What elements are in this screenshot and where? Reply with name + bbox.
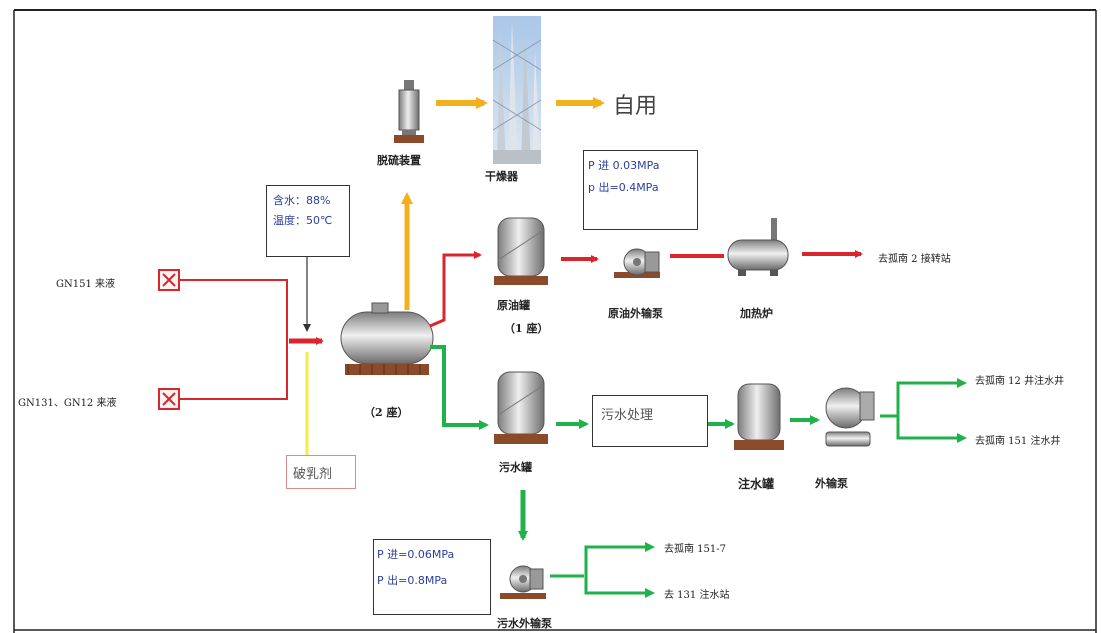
- valve-icon-gn151[interactable]: [158, 269, 180, 291]
- to-151-7-label: 去孤南 151-7: [664, 544, 727, 555]
- sewage-tank-icon[interactable]: [494, 371, 548, 444]
- sewage-branch-pipe: [584, 545, 650, 595]
- demulsifier-box: 破乳剂: [286, 455, 356, 489]
- oil-tank-icon[interactable]: [494, 217, 548, 285]
- injection-tank-icon[interactable]: [734, 383, 784, 450]
- pressure-bottom-in: P 进=0.06MPa: [377, 548, 455, 561]
- demulsifier-label: 破乳剂: [293, 467, 333, 482]
- sewage-treatment-label: 污水处理: [601, 408, 654, 423]
- dryer-label: 干燥器: [485, 170, 518, 183]
- export-pump-label: 外输泵: [815, 477, 848, 490]
- sewage-tank-label: 污水罐: [499, 461, 532, 474]
- heater-label: 加热炉: [740, 307, 773, 320]
- injection-branch-pipe: [880, 381, 964, 440]
- sewage-pump-icon[interactable]: [500, 565, 546, 599]
- separator-count-label: （2 座）: [364, 406, 409, 419]
- inflow-gn131-label: GN131、GN12 来液: [18, 398, 117, 409]
- to-station-2-label: 去孤南 2 接转站: [878, 254, 951, 265]
- desulfurizer-label: 脱硫装置: [377, 154, 421, 167]
- dryer-tower-icon[interactable]: [492, 16, 542, 164]
- oil-pipe-to-tank: [429, 251, 482, 328]
- valve-icon-gn131[interactable]: [158, 388, 180, 410]
- pressure-top-box: P 进 0.03MPa p 出=0.4MPa: [583, 150, 698, 230]
- inflow-gn151-label: GN151 来液: [56, 279, 116, 290]
- heater-furnace-icon[interactable]: [727, 218, 789, 276]
- separator-vessel-icon[interactable]: [340, 302, 434, 375]
- oil-pump-label: 原油外输泵: [608, 307, 663, 320]
- oil-tank-count-label: （1 座）: [504, 322, 549, 335]
- pressure-top-out: p 出=0.4MPa: [588, 181, 659, 194]
- condition-box: 含水：88% 温度：50℃: [266, 185, 350, 257]
- self-use-label: 自用: [613, 94, 658, 119]
- inlet-pipe: [179, 279, 288, 400]
- to-131-label: 去 131 注水站: [664, 590, 730, 601]
- injection-tank-label: 注水罐: [738, 477, 775, 491]
- to-well-151-label: 去孤南 151 注水井: [975, 436, 1061, 447]
- export-pump-icon[interactable]: [825, 387, 875, 447]
- oil-tank-label: 原油罐: [497, 299, 530, 312]
- temperature-text: 温度：50℃: [273, 214, 333, 227]
- oil-pump-icon[interactable]: [614, 248, 660, 278]
- sewage-pump-label: 污水外输泵: [497, 617, 552, 630]
- pressure-top-in: P 进 0.03MPa: [588, 159, 660, 172]
- to-well-12-label: 去孤南 12 井注水井: [975, 376, 1065, 387]
- pressure-bottom-box: P 进=0.06MPa P 出=0.8MPa: [373, 539, 491, 615]
- water-content-text: 含水：88%: [273, 194, 331, 207]
- pressure-bottom-out: P 出=0.8MPa: [377, 574, 448, 587]
- water-pipe-to-sewage-tank: [430, 345, 489, 430]
- desulfurizer-column-icon[interactable]: [394, 80, 424, 143]
- sewage-treatment-box: 污水处理: [592, 395, 708, 447]
